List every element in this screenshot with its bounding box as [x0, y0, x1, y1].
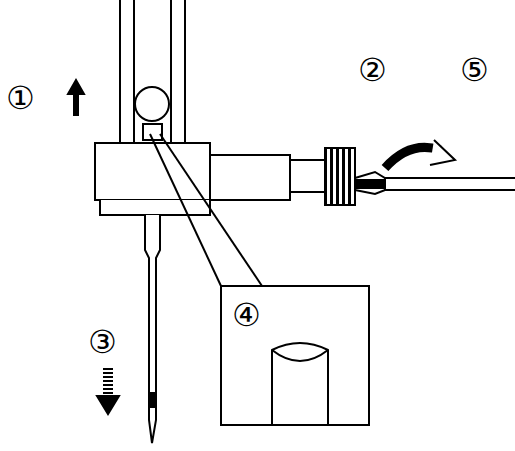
- needle-bar-edge: [184, 0, 186, 143]
- inset-box: ④: [220, 285, 370, 426]
- needle-bar-groove: [133, 0, 135, 143]
- needle-eye: [150, 393, 155, 407]
- callout-number: ①: [6, 82, 35, 114]
- needle-clamp-lip: [100, 200, 210, 215]
- needle-bar-edge: [119, 0, 121, 143]
- needle-bar-groove: [170, 0, 172, 143]
- callout-number: ⑤: [460, 54, 489, 86]
- up-arrow-head: [68, 80, 84, 94]
- needle: [145, 215, 160, 443]
- down-arrow-head: [97, 396, 119, 414]
- rotation-arrow-head: [430, 140, 455, 165]
- knurled-knob: [325, 148, 355, 205]
- callout-number: ④: [232, 299, 261, 331]
- clamp-screw-body: [210, 155, 290, 200]
- callout-number: ③: [88, 326, 117, 358]
- clamp-screw-neck: [290, 160, 325, 192]
- needle-flat-edge: [272, 350, 328, 361]
- up-arrow: [73, 92, 79, 116]
- down-arrow: [103, 366, 113, 396]
- callout-number: ②: [358, 54, 387, 86]
- screwdriver: [355, 172, 515, 194]
- clamp-ball: [135, 87, 169, 121]
- needle-flat-side: [272, 343, 328, 425]
- leader-line: [160, 134, 262, 286]
- needle-clamp: [95, 143, 210, 200]
